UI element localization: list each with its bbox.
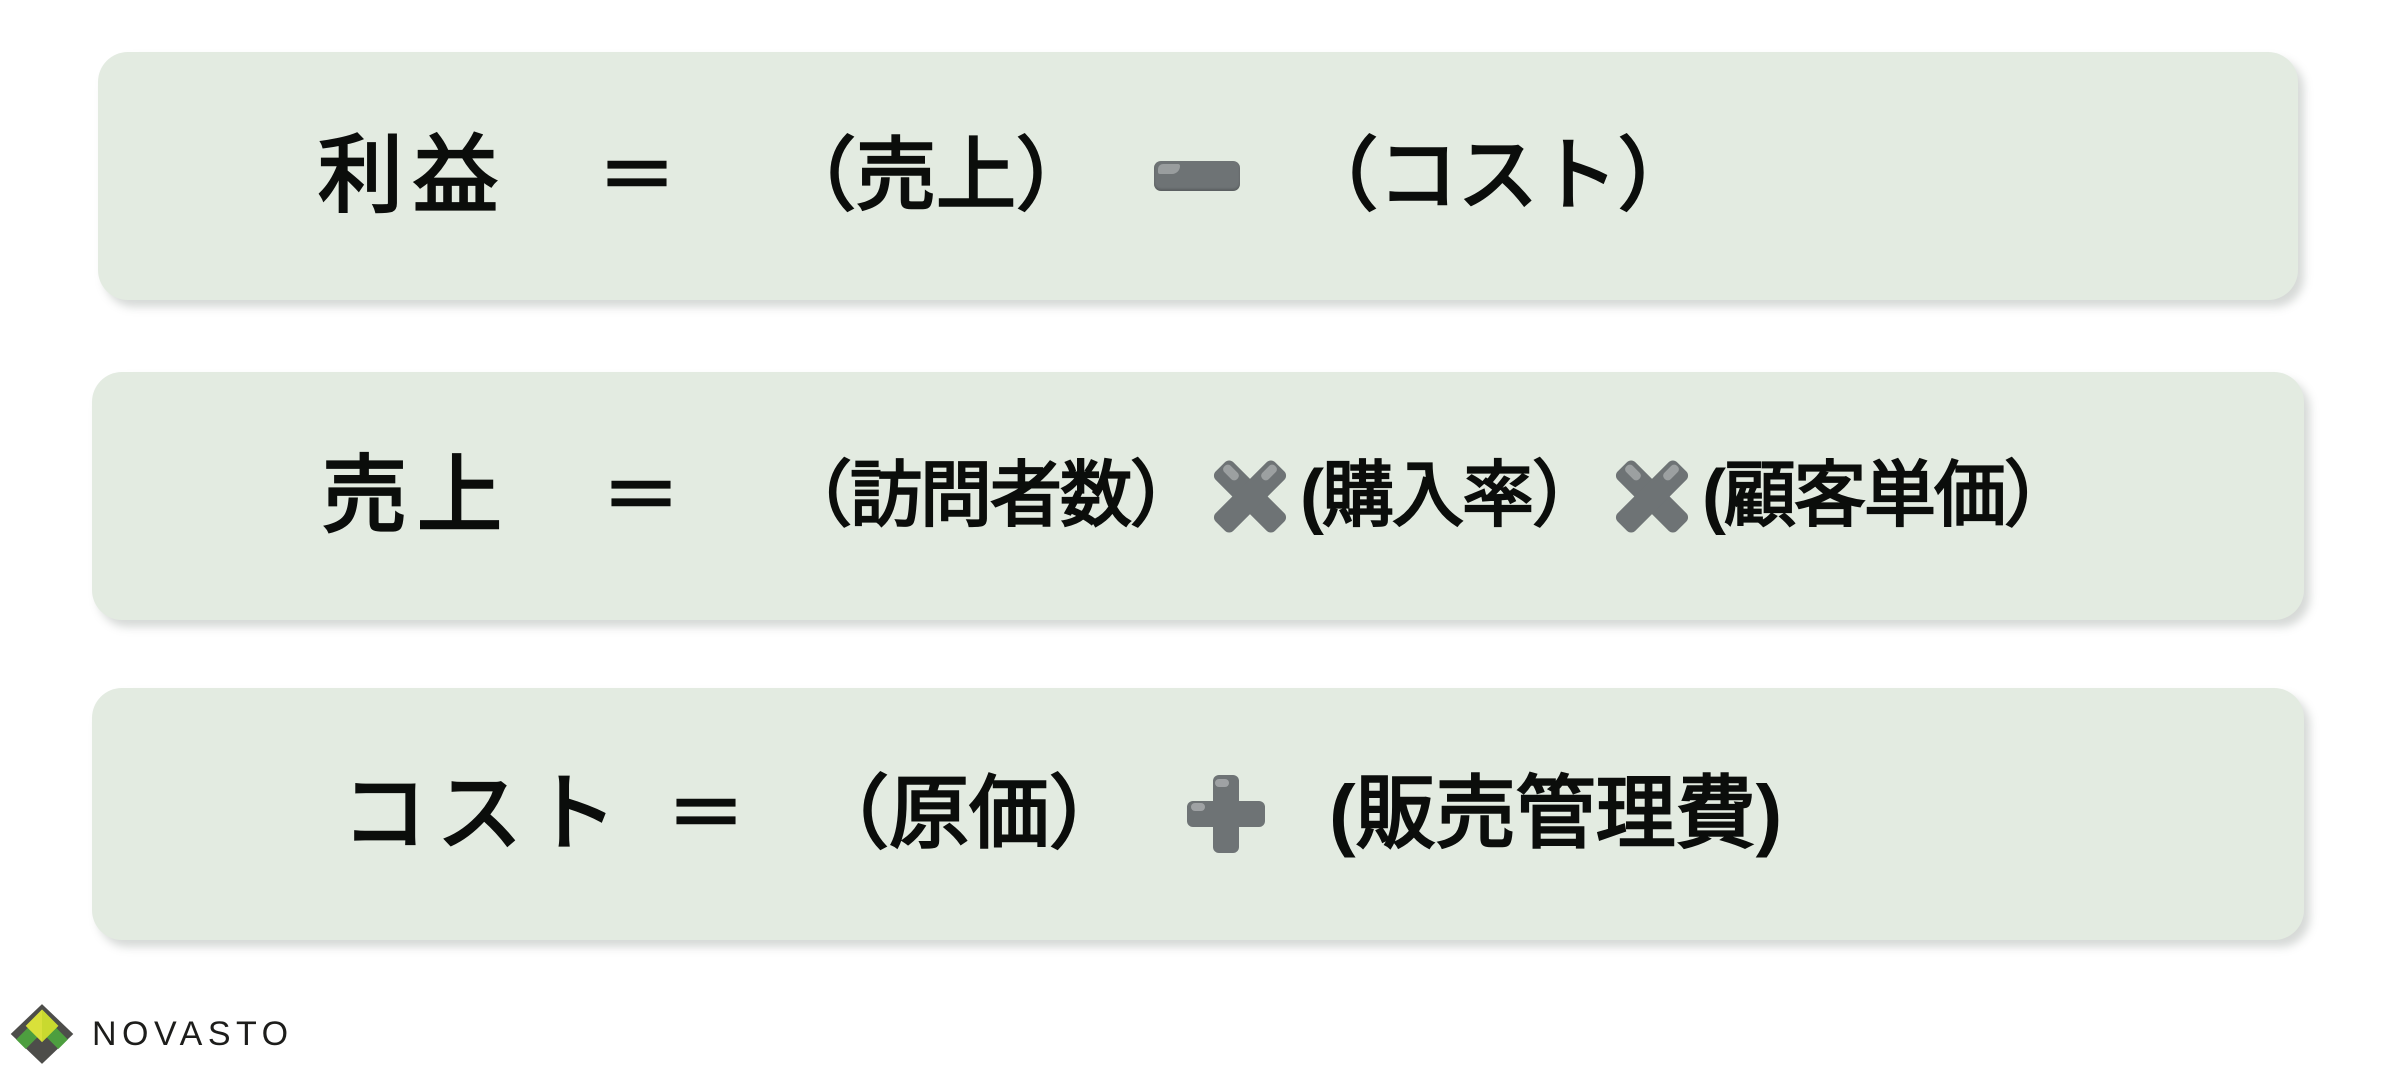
formula-term-cogs: （原価）: [809, 769, 1130, 858]
multiply-icon: [1211, 457, 1289, 535]
equals-sign-sales: ＝: [602, 452, 681, 540]
formula-term-sales: （売上）: [776, 131, 1097, 220]
multiply-icon: [1613, 457, 1691, 535]
formula-lhs-profit: 利益: [318, 128, 509, 224]
formula-term-avg-order-value: (顧客単価）: [1702, 456, 2076, 536]
formula-term-cost: （コスト）: [1298, 131, 1699, 220]
formula-term-visitors: （訪問者数）: [780, 456, 1202, 536]
novasto-diamond-logo-icon: [8, 1000, 76, 1068]
formula-term-conversion-rate: (購入率）: [1300, 456, 1604, 536]
formula-lhs-cost: コスト: [342, 766, 628, 862]
formula-lhs-sales: 売上: [322, 448, 513, 544]
equals-sign-cost: ＝: [667, 770, 746, 858]
plus-icon: [1187, 775, 1266, 853]
equals-sign-profit: ＝: [598, 132, 677, 220]
novasto-wordmark: NOVASTO: [92, 1015, 294, 1053]
brand-logo: NOVASTO: [8, 1000, 294, 1068]
formula-term-sga: (販売管理費): [1329, 769, 1783, 858]
formula-card-profit: 利益 ＝ （売上） （コスト）: [98, 52, 2298, 300]
minus-icon: [1154, 161, 1241, 191]
formula-card-cost: コスト ＝ （原価） (販売管理費): [92, 688, 2304, 940]
formula-card-sales: 売上 ＝ （訪問者数） (購入率） (顧客単価）: [92, 372, 2304, 620]
